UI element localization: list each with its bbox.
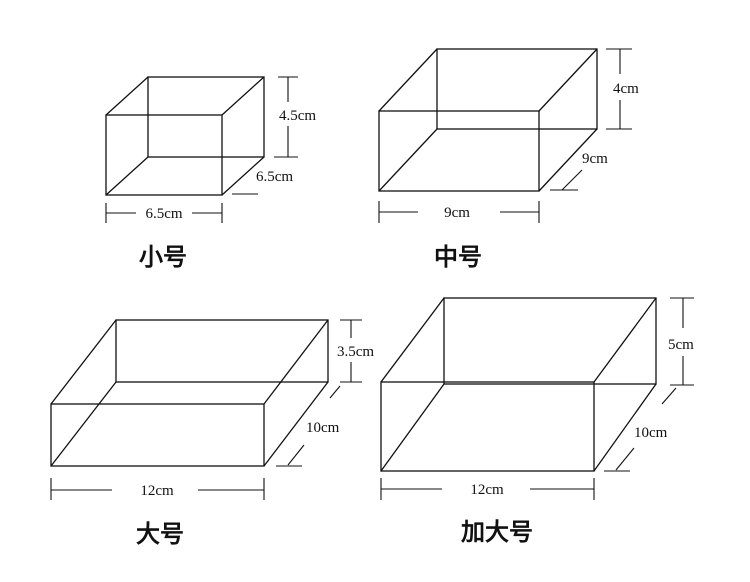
- box-xlarge-height-dimension: 5cm: [668, 297, 694, 386]
- box-large-width-dimension: 12cm: [50, 478, 265, 500]
- box-small-size-name: 小号: [139, 243, 187, 271]
- box-medium-depth-label: 9cm: [582, 151, 608, 167]
- box-large-height-label: 3.5cm: [337, 344, 374, 360]
- box-small-height-dimension: 4.5cm: [278, 76, 316, 158]
- box-xlarge-wireframe: [380, 297, 657, 472]
- box-large: 3.5cm 10cm 12cm 大号: [50, 319, 374, 548]
- box-small-width-dimension: 6.5cm: [105, 203, 223, 223]
- box-xlarge-depth-dimension: 10cm: [604, 387, 677, 472]
- box-medium-height-label: 4cm: [613, 81, 639, 97]
- box-large-depth-label: 10cm: [306, 420, 340, 436]
- box-large-size-name: 大号: [136, 520, 184, 548]
- box-large-width-label: 12cm: [140, 483, 174, 499]
- box-small-height-label: 4.5cm: [279, 108, 316, 124]
- box-medium-wireframe: [378, 48, 598, 192]
- box-small-depth-label: 6.5cm: [256, 169, 293, 185]
- box-xlarge-width-dimension: 12cm: [380, 478, 595, 500]
- box-medium-width-label: 9cm: [444, 205, 470, 221]
- box-medium-height-dimension: 4cm: [606, 48, 639, 130]
- box-medium-depth-dimension: 9cm: [550, 151, 608, 191]
- box-large-wireframe: [50, 319, 329, 467]
- box-medium-size-name: 中号: [434, 243, 482, 271]
- box-xlarge: 5cm 10cm 12cm 加大号: [380, 297, 694, 546]
- box-small-depth-dimension: 6.5cm: [232, 156, 296, 195]
- box-medium-width-dimension: 9cm: [378, 201, 540, 223]
- box-small-wireframe: [105, 76, 265, 196]
- box-medium: 4cm 9cm 9cm 中号: [378, 48, 639, 271]
- box-small-width-label: 6.5cm: [145, 206, 182, 222]
- box-small: 4.5cm 6.5cm 6.5cm 小号: [105, 76, 316, 271]
- box-large-depth-dimension: 10cm: [276, 385, 341, 467]
- box-xlarge-width-label: 12cm: [470, 482, 504, 498]
- box-xlarge-depth-label: 10cm: [634, 425, 668, 441]
- box-xlarge-size-name: 加大号: [461, 518, 533, 546]
- box-large-height-dimension: 3.5cm: [337, 319, 374, 383]
- box-xlarge-height-label: 5cm: [668, 337, 694, 353]
